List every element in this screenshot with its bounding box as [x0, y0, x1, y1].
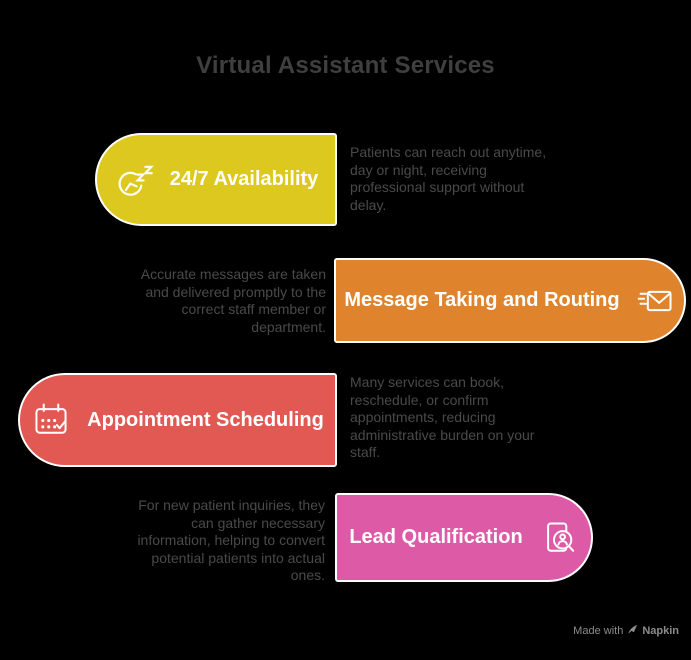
service-description-scheduling: Many services can book, reschedule, or c… — [350, 374, 535, 460]
service-title: Appointment Scheduling — [87, 408, 324, 431]
service-card-scheduling: Appointment Scheduling — [18, 373, 337, 467]
napkin-brand-label: Napkin — [642, 625, 679, 637]
lead-search-icon — [539, 518, 579, 558]
service-title: Message Taking and Routing — [344, 289, 620, 311]
service-card-availability: 24/7 Availability — [95, 133, 337, 226]
service-description-leads: For new patient inquiries, they can gath… — [137, 497, 325, 583]
service-title: Lead Qualification — [349, 526, 523, 548]
clock-snooze-icon — [114, 160, 154, 200]
made-with-label: Made with — [573, 625, 624, 637]
service-card-messages: Message Taking and Routing — [334, 258, 686, 343]
service-description-availability: Patients can reach out anytime, day or n… — [350, 144, 547, 213]
service-card-leads: Lead Qualification — [335, 493, 593, 582]
made-with-napkin-credit: Made with Napkin — [573, 624, 679, 638]
page-title: Virtual Assistant Services — [196, 52, 495, 79]
envelope-send-icon — [636, 281, 676, 321]
service-description-messages: Accurate messages are taken and delivere… — [140, 266, 326, 335]
service-title: 24/7 Availability — [169, 168, 319, 190]
calendar-check-icon — [31, 400, 71, 440]
napkin-pen-icon — [627, 624, 638, 638]
